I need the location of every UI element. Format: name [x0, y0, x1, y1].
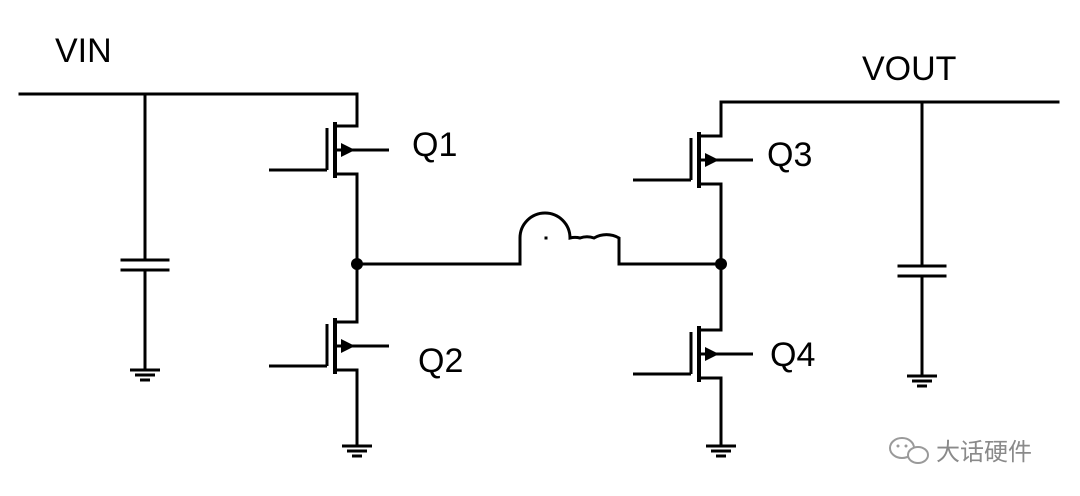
inductor — [355, 211, 723, 266]
watermark-text: 大话硬件 — [936, 438, 1032, 466]
q4-label: Q4 — [770, 336, 815, 374]
ground-icon — [340, 444, 374, 458]
q3-label: Q3 — [767, 136, 812, 174]
mosfet-q1 — [267, 120, 391, 266]
ground-icon — [128, 368, 162, 382]
ground-icon — [704, 444, 738, 458]
vin-rail — [18, 92, 359, 128]
q2-label: Q2 — [418, 342, 463, 380]
vin-label: VIN — [55, 32, 112, 70]
mosfet-q4 — [631, 262, 755, 448]
vout-label: VOUT — [862, 50, 956, 88]
mosfet-q3 — [631, 100, 1060, 266]
q1-label: Q1 — [412, 126, 457, 164]
wechat-icon — [889, 437, 929, 464]
ground-icon — [905, 374, 939, 388]
input-capacitor — [120, 92, 170, 372]
output-capacitor — [897, 100, 947, 378]
mosfet-q2 — [267, 262, 391, 448]
